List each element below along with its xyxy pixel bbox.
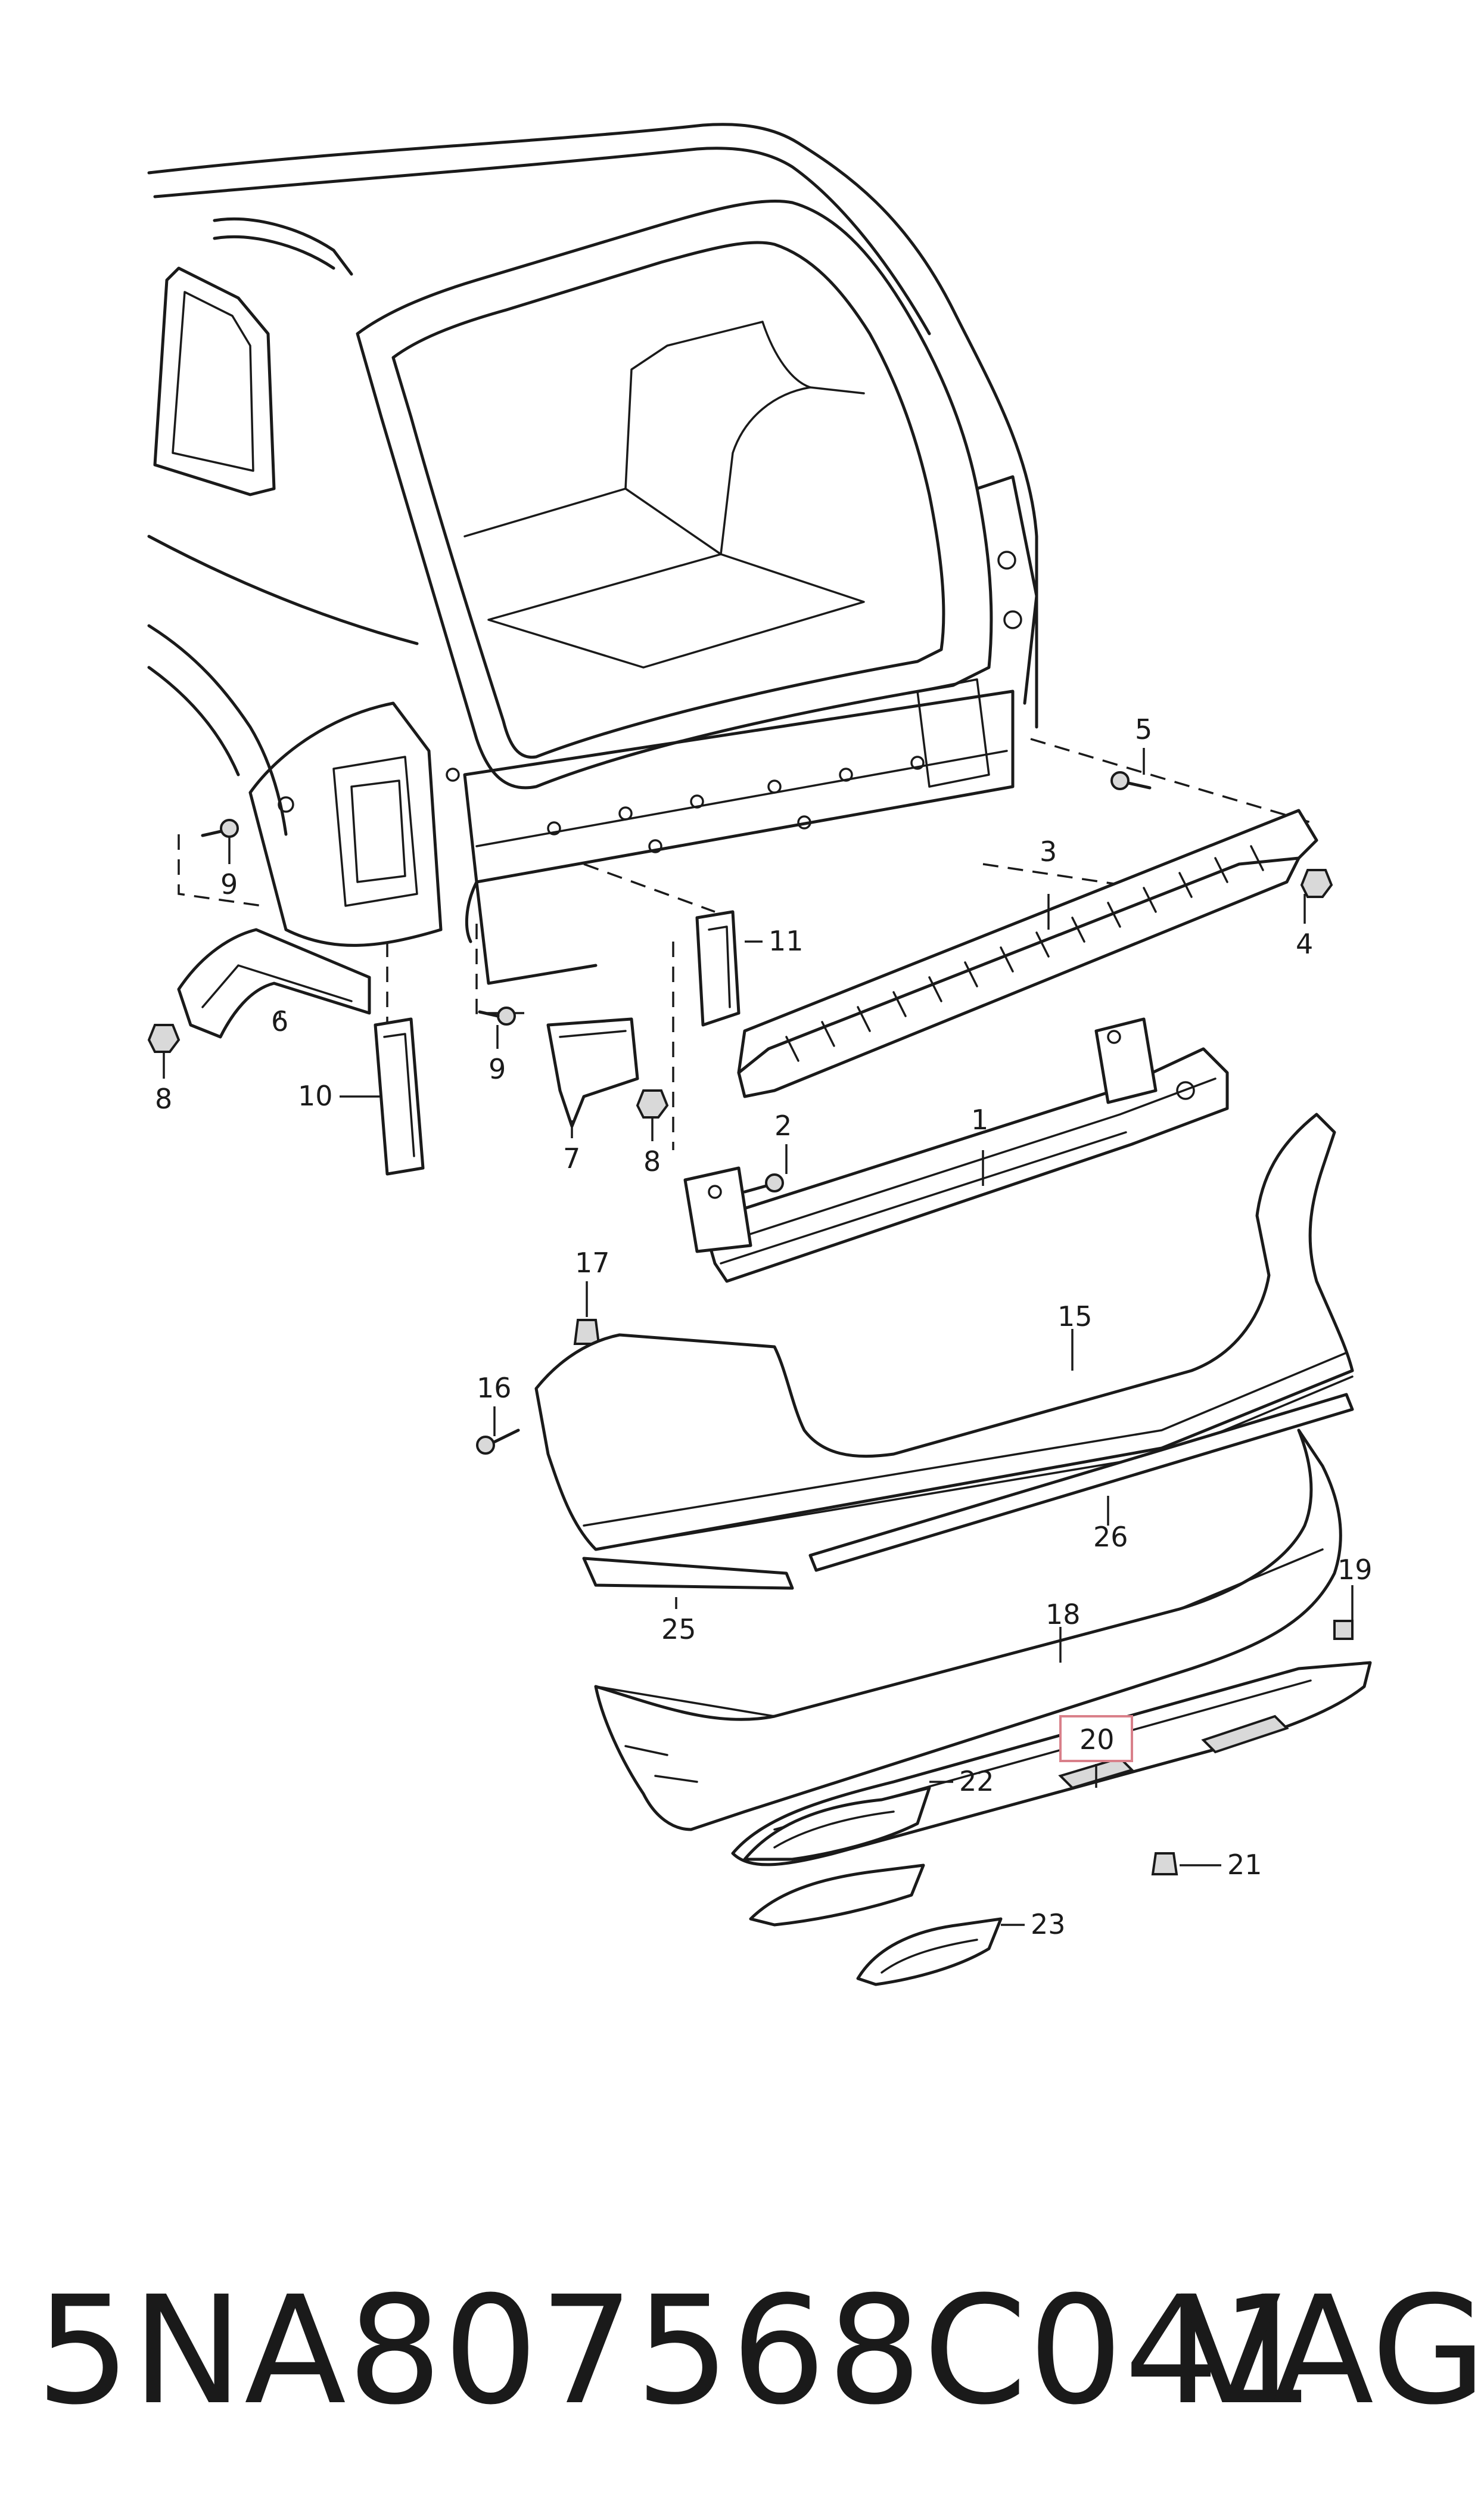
part-23-exhaust-trim: [749, 1863, 1003, 1986]
part-10-side-guide: [374, 1017, 425, 1176]
callout-20: 20: [1079, 1723, 1115, 1756]
brand-label: VAG: [1180, 2264, 1484, 2437]
leader-lines: [163, 748, 1354, 1926]
callout-22: 22: [959, 1765, 994, 1797]
callout-19: 19: [1337, 1554, 1373, 1586]
part-6-guide-bracket: [177, 928, 371, 1039]
callout-5: 5: [1135, 713, 1152, 746]
callout-16: 16: [477, 1372, 512, 1404]
callout-labels: 1 2 3 4 5 6 7 8 8 9 9 10 11 15 16 17 18 …: [155, 713, 1373, 1940]
callout-2: 2: [774, 1110, 792, 1142]
callout-11: 11: [769, 925, 804, 957]
part-7-bracket: [546, 1017, 639, 1128]
part-18-lower-bumper: [594, 1428, 1342, 1831]
callout-21: 21: [1227, 1849, 1262, 1881]
part-11-bracket: [695, 910, 741, 1027]
callout-8-left: 8: [155, 1083, 172, 1115]
part-1-bumper-beam: [683, 1017, 1229, 1283]
part-3-energy-absorber: [737, 809, 1318, 1098]
callout-1: 1: [971, 1104, 988, 1136]
part-26-strip: [808, 1393, 1354, 1572]
callout-23: 23: [1031, 1908, 1066, 1940]
vehicle-rear-body: [147, 123, 1038, 985]
callout-9-left: 9: [220, 868, 238, 900]
exploded-parts-diagram: 1 2 3 4 5 6 7 8 8 9 9 10 11 15 16 17 18 …: [147, 123, 1373, 1986]
callout-15: 15: [1057, 1300, 1093, 1333]
callout-4: 4: [1296, 928, 1313, 960]
callout-26: 26: [1093, 1521, 1128, 1553]
highlight-box-20: [1059, 1715, 1133, 1762]
fasteners: [147, 771, 1354, 1875]
callout-9-center: 9: [489, 1053, 506, 1085]
callout-17: 17: [575, 1247, 610, 1279]
callout-3: 3: [1040, 835, 1057, 868]
part-22-exhaust-trim: [743, 1786, 931, 1861]
part-25-trim-strip: [582, 1557, 794, 1590]
callout-7: 7: [563, 1142, 580, 1175]
callout-18: 18: [1046, 1598, 1081, 1630]
callout-6: 6: [271, 1005, 288, 1038]
callout-25: 25: [661, 1613, 696, 1645]
callout-10: 10: [298, 1080, 333, 1112]
part-number: 5NA807568C041: [36, 2264, 1317, 2437]
callout-8-center: 8: [643, 1145, 661, 1178]
